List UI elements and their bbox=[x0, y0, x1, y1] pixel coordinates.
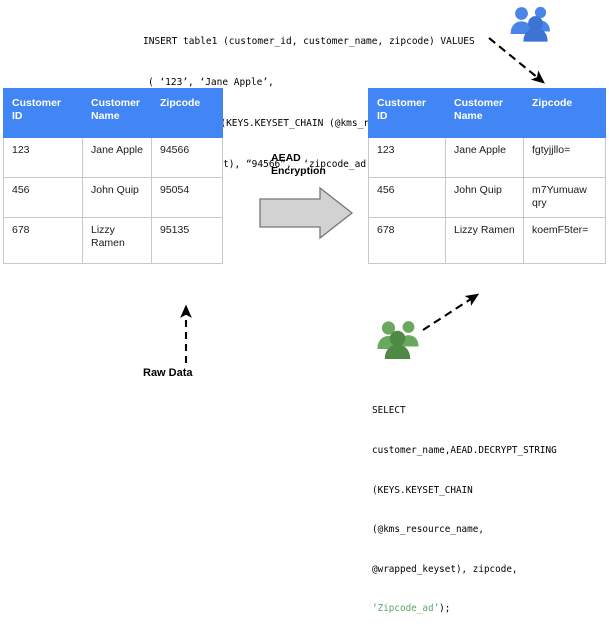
select-sql-line-2: customer_name,AEAD.DECRYPT_STRING bbox=[372, 445, 557, 457]
header-text-bottom: Name bbox=[454, 109, 483, 122]
cell-customer-name: Jane Apple bbox=[445, 137, 524, 178]
aead-encryption-label: AEAD Encryption bbox=[271, 152, 326, 178]
table-row: 678 Lizzy Ramen koemF5ter= bbox=[368, 217, 606, 264]
table-row: 456 John Quip m7Yumuaw qry bbox=[368, 177, 606, 218]
dashed-arrow-insert-to-table bbox=[488, 37, 545, 84]
diagram-canvas: INSERT table1 (customer_id, customer_nam… bbox=[3, 6, 606, 614]
table-row: 123 Jane Apple 94566 bbox=[3, 137, 223, 178]
select-sql-line-6: ‘Zipcode_ad’); bbox=[372, 602, 557, 615]
insert-sql-line-1: INSERT table1 (customer_id, customer_nam… bbox=[143, 36, 475, 48]
header-text-top: Customer bbox=[91, 97, 141, 109]
cell-customer-name: Jane Apple bbox=[82, 137, 152, 178]
cell-customer-id: 123 bbox=[368, 137, 446, 178]
cell-customer-id: 456 bbox=[3, 177, 83, 218]
header-text-top: Zipcode bbox=[160, 97, 201, 109]
insert-sql-line-2: ( ‘123’, ‘Jane Apple’, bbox=[148, 76, 274, 88]
select-sql-line-5: @wrapped_keyset), zipcode, bbox=[372, 563, 518, 575]
cell-zipcode: 95054 bbox=[151, 177, 223, 218]
table-row: 456 John Quip 95054 bbox=[3, 177, 223, 218]
cell-customer-name: John Quip bbox=[82, 177, 152, 218]
aead-encryption-arrow-icon bbox=[259, 186, 354, 240]
aead-label-line-2: Encryption bbox=[271, 165, 326, 177]
header-text-top: Customer bbox=[377, 97, 427, 109]
cell-customer-id: 678 bbox=[3, 217, 83, 264]
cell-zipcode-encrypted: koemF5ter= bbox=[523, 217, 606, 264]
cell-zipcode-encrypted: fgtyjjllo= bbox=[523, 137, 606, 178]
select-sql-line-6-tail: ); bbox=[439, 603, 451, 615]
cell-zipcode: 95135 bbox=[151, 217, 223, 264]
header-text-top: Customer bbox=[12, 97, 62, 109]
aead-label-line-1: AEAD bbox=[271, 152, 301, 164]
cell-customer-name: Lizzy Ramen bbox=[82, 217, 152, 264]
header-text-bottom: ID bbox=[377, 109, 388, 122]
dashed-arrow-select-to-table bbox=[422, 293, 480, 331]
people-group-icon bbox=[510, 6, 550, 42]
select-sql-statement: SELECT customer_name,AEAD.DECRYPT_STRING… bbox=[372, 378, 557, 642]
cell-customer-id: 456 bbox=[368, 177, 446, 218]
table-row: 123 Jane Apple fgtyjjllo= bbox=[368, 137, 606, 178]
cell-customer-name: Lizzy Ramen bbox=[445, 217, 524, 264]
table-row: 678 Lizzy Ramen 95135 bbox=[3, 217, 223, 264]
cell-zipcode-encrypted: m7Yumuaw qry bbox=[523, 177, 606, 218]
header-text-top: Zipcode bbox=[532, 97, 573, 109]
header-text-bottom: Name bbox=[91, 109, 120, 122]
select-sql-ad-literal: ‘Zipcode_ad’ bbox=[372, 603, 440, 615]
select-sql-line-1: SELECT bbox=[372, 405, 406, 417]
cell-customer-id: 123 bbox=[3, 137, 83, 178]
table-right-header-zipcode: Zipcode bbox=[523, 88, 606, 138]
cell-zipcode: 94566 bbox=[151, 137, 223, 178]
select-sql-line-3: (KEYS.KEYSET_CHAIN bbox=[372, 484, 473, 496]
select-sql-line-4: (@kms_resource_name, bbox=[372, 524, 484, 536]
cell-customer-id: 678 bbox=[368, 217, 446, 264]
header-text-bottom: ID bbox=[12, 109, 23, 122]
people-group-icon bbox=[377, 321, 419, 359]
header-text-top: Customer bbox=[454, 97, 504, 109]
table-left-header-zipcode: Zipcode bbox=[151, 88, 223, 138]
cell-customer-name: John Quip bbox=[445, 177, 524, 218]
raw-data-label: Raw Data bbox=[143, 367, 193, 379]
